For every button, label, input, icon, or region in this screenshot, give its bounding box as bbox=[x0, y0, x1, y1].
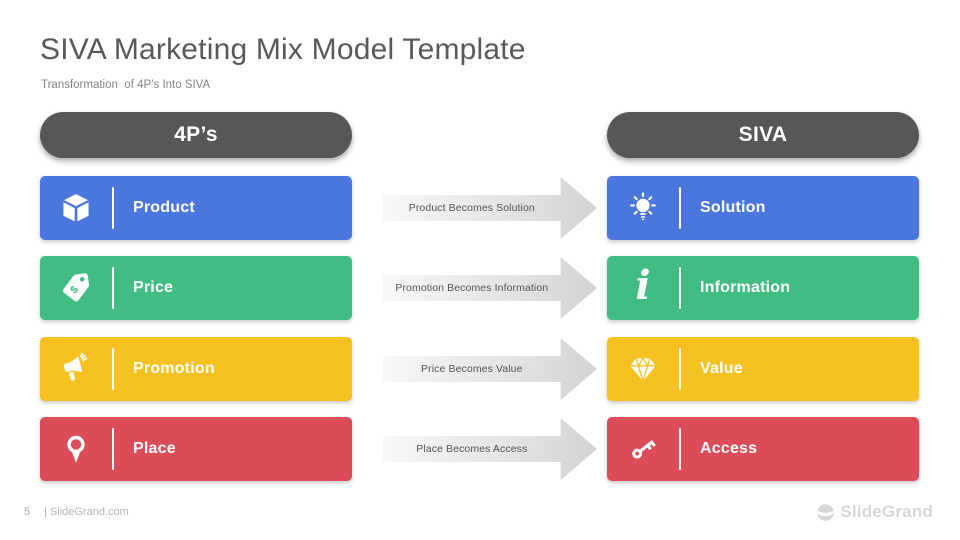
card-place: Place bbox=[40, 417, 352, 481]
info-icon: i bbox=[635, 262, 651, 309]
arrow-label: Place Becomes Access bbox=[416, 443, 528, 455]
divider bbox=[112, 267, 114, 309]
divider bbox=[679, 267, 681, 309]
brand-logo: SlideGrand bbox=[816, 502, 933, 522]
arrow-price-value: Price Becomes Value bbox=[383, 338, 597, 400]
arrow-label: Price Becomes Value bbox=[421, 363, 523, 375]
divider bbox=[112, 428, 114, 470]
lightbulb-icon bbox=[607, 191, 679, 225]
megaphone-icon bbox=[40, 352, 112, 386]
card-product: Product bbox=[40, 176, 352, 240]
arrow-place-access: Place Becomes Access bbox=[383, 418, 597, 480]
arrow-label: Promotion Becomes Information bbox=[395, 282, 549, 294]
card-solution: Solution bbox=[607, 176, 919, 240]
card-label: Place bbox=[133, 440, 176, 457]
page-number: 5 bbox=[24, 506, 31, 518]
divider bbox=[112, 187, 114, 229]
card-label: Promotion bbox=[133, 360, 215, 377]
card-promotion: Promotion bbox=[40, 337, 352, 401]
card-label: Access bbox=[700, 440, 758, 457]
brand-globe-icon bbox=[817, 503, 835, 521]
card-label: Information bbox=[700, 279, 791, 296]
card-price: $ Price bbox=[40, 256, 352, 320]
arrow-product-solution: Product Becomes Solution bbox=[383, 177, 597, 239]
card-value: Value bbox=[607, 337, 919, 401]
brand-name: SlideGrand bbox=[840, 502, 933, 521]
card-label: Value bbox=[700, 360, 743, 377]
key-icon bbox=[607, 433, 679, 465]
divider bbox=[112, 348, 114, 390]
left-column-header: 4P’s bbox=[40, 112, 352, 158]
card-label: Product bbox=[133, 199, 195, 216]
page-title: SIVA Marketing Mix Model Template bbox=[40, 33, 526, 66]
divider bbox=[679, 187, 681, 229]
box-icon bbox=[40, 192, 112, 224]
price-tag-icon: $ bbox=[40, 272, 112, 304]
divider bbox=[679, 348, 681, 390]
footer-site-text: | SlideGrand.com bbox=[44, 506, 129, 518]
arrow-promotion-information: Promotion Becomes Information bbox=[383, 257, 597, 319]
card-label: Price bbox=[133, 279, 174, 296]
card-information: i Information bbox=[607, 256, 919, 320]
map-pin-icon bbox=[40, 432, 112, 466]
diamond-icon bbox=[607, 353, 679, 385]
right-column-header: SIVA bbox=[607, 112, 919, 158]
card-access: Access bbox=[607, 417, 919, 481]
arrow-label: Product Becomes Solution bbox=[408, 202, 535, 214]
card-label: Solution bbox=[700, 199, 766, 216]
divider bbox=[679, 428, 681, 470]
page-subtitle: Transformation of 4P’s Into SIVA bbox=[41, 79, 211, 91]
